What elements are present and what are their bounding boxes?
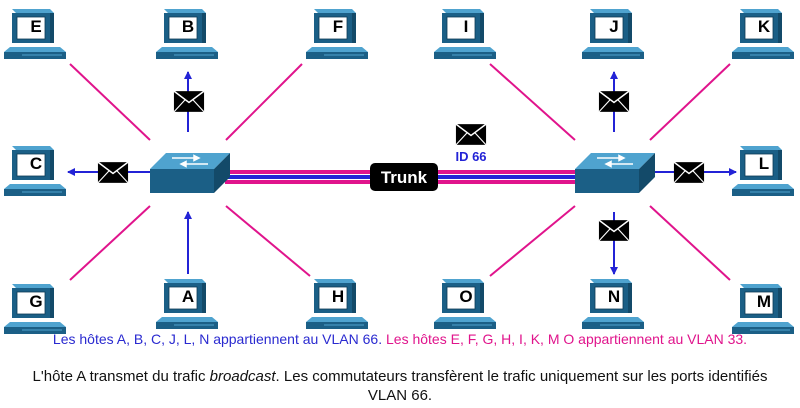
vlan66-membership-text: Les hôtes A, B, C, J, L, N appartiennent… [52,331,383,347]
host-g: G [3,284,66,335]
host-e: E [3,9,66,60]
host-l: L [731,146,794,197]
host-n: N [581,279,644,330]
host-f-label: F [333,17,343,36]
link-h [225,205,311,277]
host-f: F [305,9,368,60]
frame-to-n-envelope-icon [598,219,630,242]
host-m: M [731,284,794,335]
host-b-label: B [182,17,194,36]
link-m [649,205,731,281]
link-i [489,63,576,141]
frame-vlan-tag: ID 66 [455,149,486,164]
host-l-label: L [759,154,769,173]
vlan33-links [69,63,731,281]
host-c: C [3,146,66,197]
host-j: J [581,9,644,60]
host-h: H [305,279,368,330]
host-m-label: M [757,292,771,311]
vlan-network-diagram: Trunk ID 66 E B F C G A H I J [3,9,794,335]
host-j-label: J [609,17,618,36]
host-a: A [155,279,218,330]
frame-to-b-envelope-icon [173,90,205,113]
description-start: L'hôte A transmet du trafic [32,368,210,385]
host-e-label: E [30,17,41,36]
host-o: O [433,279,496,330]
host-o-label: O [459,287,472,306]
link-e [69,63,151,141]
host-a-label: A [182,287,194,306]
description-emphasis: broadcast [209,368,276,385]
switch-left-icon [150,153,230,193]
host-k-label: K [758,17,771,36]
trunk-frame-envelope-icon [455,123,487,146]
diagram-description: L'hôte A transmet du trafic broadcast. L… [20,367,780,405]
link-k [649,63,731,141]
description-end: . Les commutateurs transfèrent le trafic… [275,368,768,404]
link-o [489,205,576,277]
host-n-label: N [608,287,620,306]
host-i-label: I [464,17,469,36]
switch-right-icon [575,153,655,193]
frame-to-j-envelope-icon [598,90,630,113]
host-h-label: H [332,287,344,306]
host-b: B [155,9,218,60]
trunk-label-text: Trunk [381,168,428,187]
link-g [69,205,151,281]
vlan-membership-caption: Les hôtes A, B, C, J, L, N appartiennent… [0,331,800,347]
host-g-label: G [29,292,42,311]
trunk-label: Trunk [370,163,438,191]
host-i: I [433,9,496,60]
host-k: K [731,9,794,60]
frame-to-l-envelope-icon [673,161,705,184]
vlan33-membership-text: Les hôtes E, F, G, H, I, K, M O appartie… [386,331,748,347]
frame-to-c-envelope-icon [97,161,129,184]
host-c-label: C [30,154,42,173]
link-f [225,63,303,141]
